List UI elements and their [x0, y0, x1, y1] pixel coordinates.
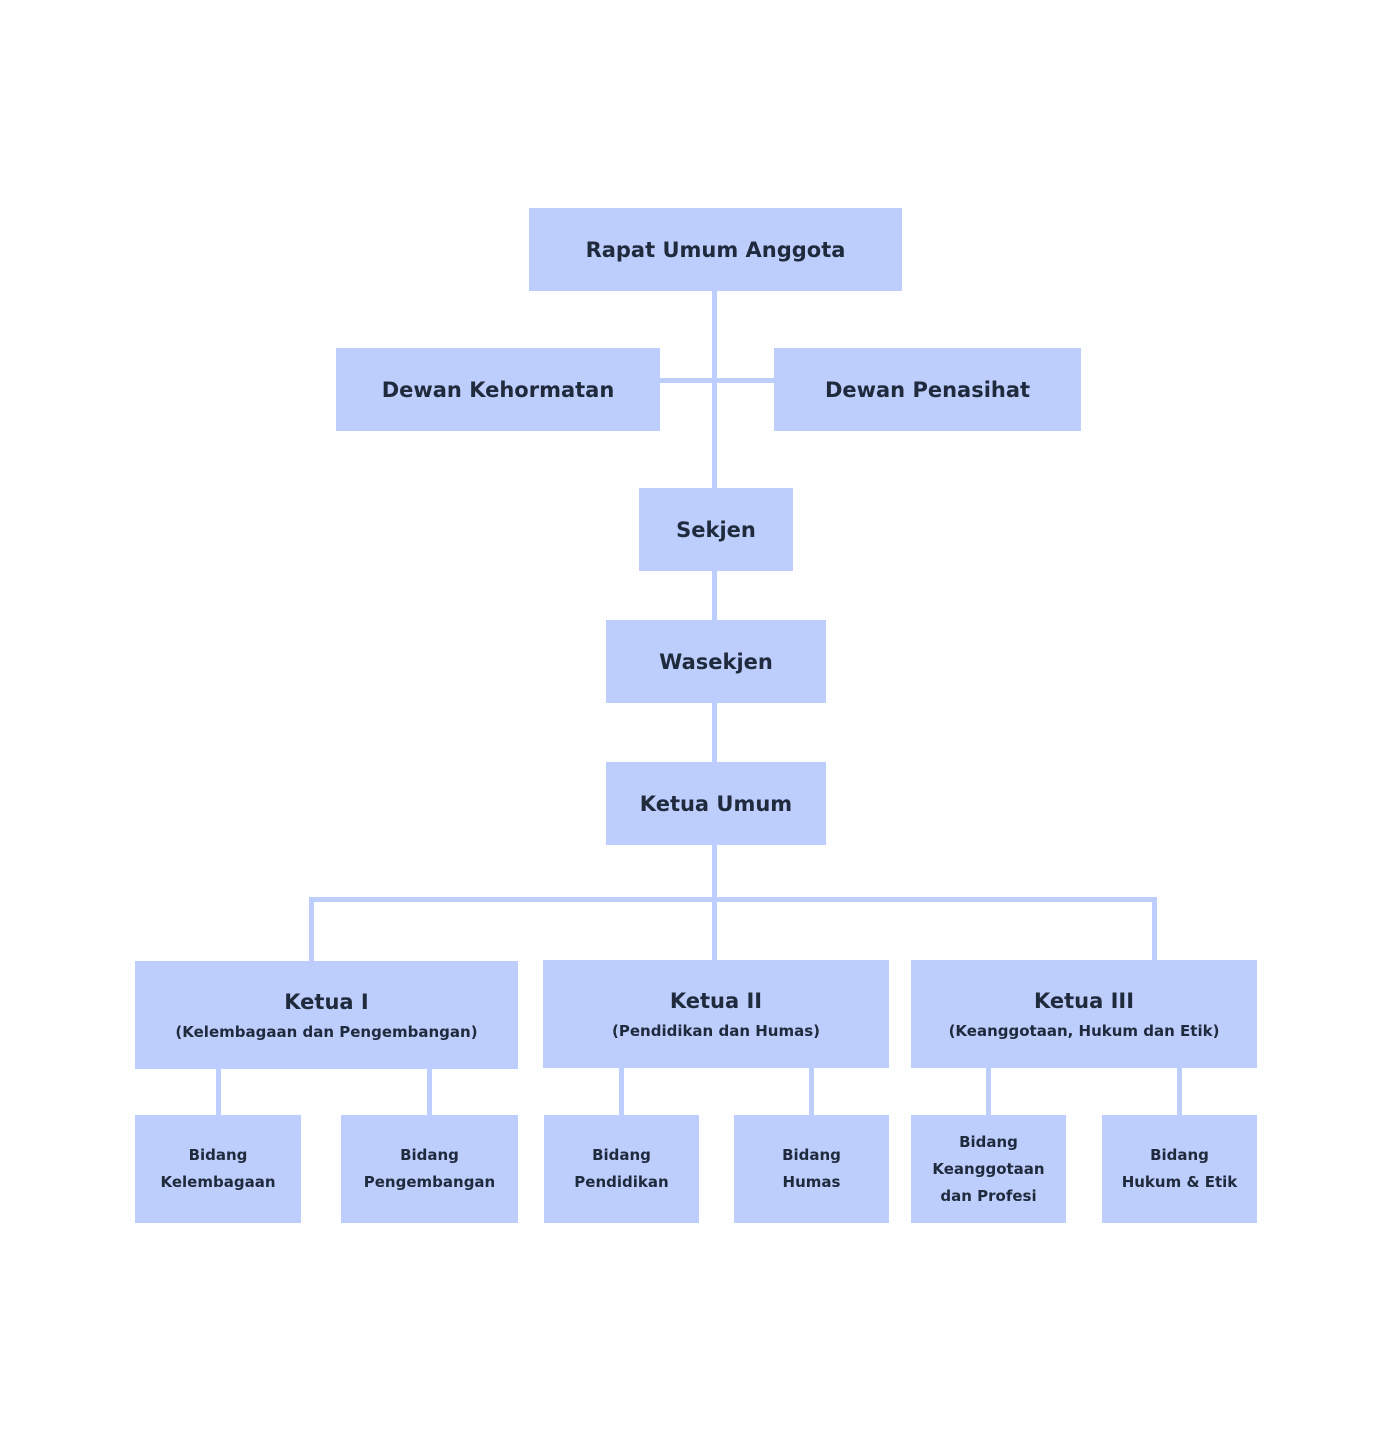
connector-ketua-1-drop	[309, 897, 314, 963]
connector-bidang-hukum-etik	[1177, 1066, 1182, 1117]
box-label: Wasekjen	[659, 649, 773, 674]
box-line: Pendidikan	[574, 1173, 669, 1191]
box-subtitle: (Keanggotaan, Hukum dan Etik)	[948, 1021, 1220, 1040]
box-line: Bidang	[400, 1146, 459, 1164]
box-line: Keanggotaan	[932, 1159, 1045, 1178]
box-subtitle: (Pendidikan dan Humas)	[612, 1021, 820, 1040]
connector-bidang-pengembangan	[427, 1067, 432, 1117]
box-ketua-2: Ketua II (Pendidikan dan Humas)	[543, 960, 889, 1068]
connector-ketua-3-drop	[1152, 897, 1157, 962]
box-dewan-kehormatan: Dewan Kehormatan	[336, 348, 660, 431]
connector-bidang-pendidikan	[619, 1066, 624, 1117]
connector-wasekjen-ketua-umum	[712, 702, 717, 764]
box-dewan-penasihat: Dewan Penasihat	[774, 348, 1081, 431]
box-label: Rapat Umum Anggota	[585, 237, 846, 262]
connector-ketua-umum-down	[712, 844, 717, 962]
box-line: Bidang	[188, 1146, 248, 1164]
box-ketua-3: Ketua III (Keanggotaan, Hukum dan Etik)	[911, 960, 1257, 1068]
connector-bidang-kelembagaan	[216, 1067, 221, 1117]
box-line: Hukum & Etik	[1121, 1173, 1238, 1191]
connector-main-vertical	[712, 290, 717, 490]
box-label: Sekjen	[676, 517, 756, 542]
box-bidang-hukum-etik: Bidang Hukum & Etik	[1102, 1115, 1257, 1223]
connector-bidang-keanggotaan	[986, 1066, 991, 1117]
box-bidang-keanggotaan-profesi: Bidang Keanggotaan dan Profesi	[911, 1115, 1066, 1223]
box-line: Kelembagaan	[160, 1173, 276, 1191]
box-line: Humas	[782, 1173, 841, 1191]
box-title: Ketua III	[1033, 988, 1135, 1013]
box-wasekjen: Wasekjen	[606, 620, 826, 703]
box-line: Bidang	[782, 1146, 841, 1164]
box-ketua-umum: Ketua Umum	[606, 762, 826, 845]
box-sekjen: Sekjen	[639, 488, 793, 571]
box-line: Pengembangan	[363, 1173, 496, 1191]
connector-ketua-horizontal	[309, 897, 1157, 902]
box-bidang-kelembagaan: Bidang Kelembagaan	[135, 1115, 301, 1223]
box-rapat-umum-anggota: Rapat Umum Anggota	[529, 208, 902, 291]
box-ketua-1: Ketua I (Kelembagaan dan Pengembangan)	[135, 961, 518, 1069]
box-line: Bidang	[1150, 1146, 1209, 1164]
box-label: Dewan Penasihat	[824, 377, 1031, 402]
connector-dewan-horizontal	[659, 378, 775, 383]
box-label: Ketua Umum	[639, 791, 793, 816]
connector-bidang-humas	[809, 1066, 814, 1117]
connector-sekjen-wasekjen	[712, 570, 717, 622]
box-line: dan Profesi	[940, 1186, 1037, 1205]
box-subtitle: (Kelembagaan dan Pengembangan)	[175, 1022, 478, 1041]
box-label: Dewan Kehormatan	[381, 377, 615, 402]
box-title: Ketua II	[669, 988, 763, 1013]
box-line: Bidang	[959, 1132, 1018, 1151]
box-bidang-humas: Bidang Humas	[734, 1115, 889, 1223]
box-bidang-pengembangan: Bidang Pengembangan	[341, 1115, 518, 1223]
box-bidang-pendidikan: Bidang Pendidikan	[544, 1115, 699, 1223]
box-title: Ketua I	[284, 989, 369, 1014]
box-line: Bidang	[592, 1146, 651, 1164]
